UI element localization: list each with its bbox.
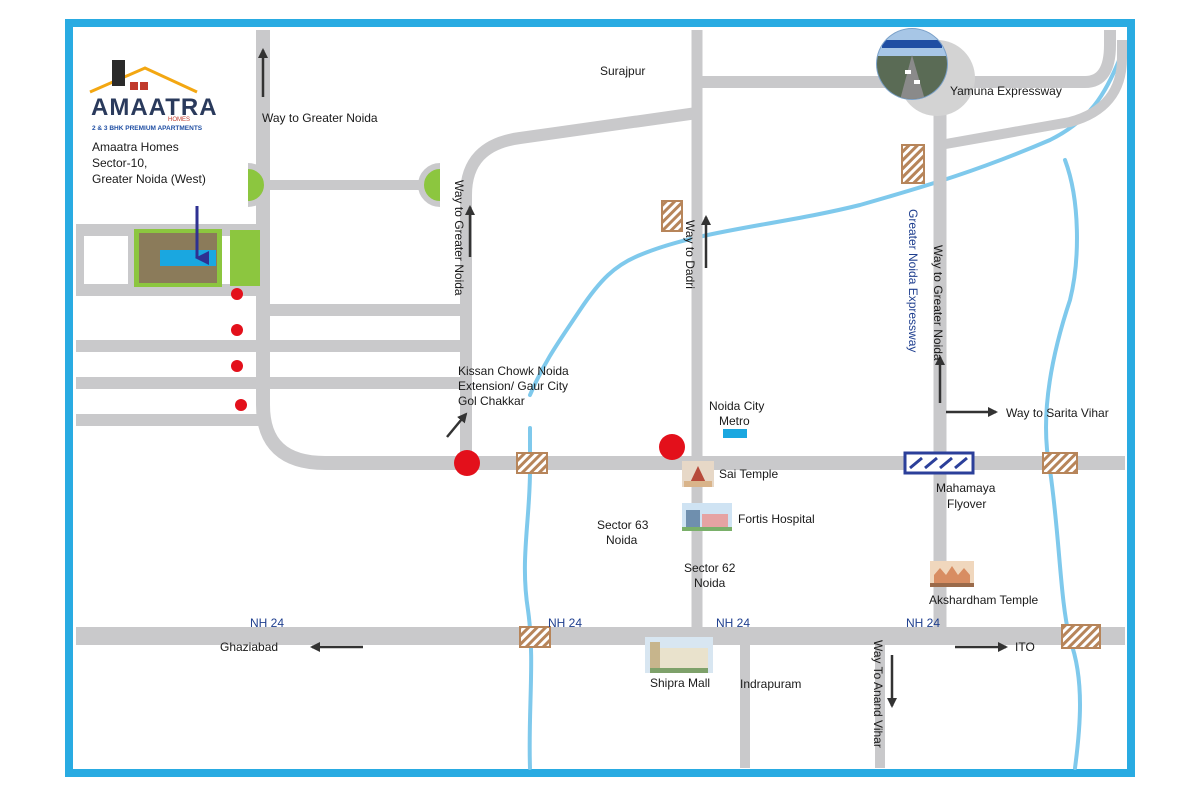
label-way-greater-noida-vertical: Way to Greater Noida [452, 180, 466, 296]
map-frame [65, 19, 1135, 777]
label-nh24-3: NH 24 [716, 616, 750, 630]
label-fortis-hospital: Fortis Hospital [738, 512, 815, 526]
flyover-icon [903, 451, 975, 475]
brand-name: AMAATRA [91, 94, 218, 121]
label-mahamaya: Mahamaya [936, 481, 996, 495]
label-way-greater-noida-top: Way to Greater Noida [262, 111, 378, 125]
akshardham-temple-image [930, 561, 974, 587]
yamuna-expressway-image [876, 28, 975, 116]
kissan-chowk-marker [454, 450, 480, 476]
label-sector-62-noida: Noida [694, 576, 726, 590]
fortis-hospital-image [682, 503, 732, 531]
toll-crossings [516, 144, 1101, 649]
label-akshardham-temple: Akshardham Temple [929, 593, 1038, 607]
project-site [134, 206, 260, 287]
label-yamuna-expressway: Yamuna Expressway [950, 84, 1062, 98]
label-sector-63: Sector 63 [597, 518, 649, 532]
label-sector-62: Sector 62 [684, 561, 736, 575]
label-indrapuram: Indrapuram [740, 677, 801, 691]
label-shipra-mall: Shipra Mall [650, 676, 710, 690]
label-way-greater-noida-right: Way to Greater Noida [931, 245, 945, 361]
brand-sub: HOMES [168, 117, 190, 123]
sai-temple-image [682, 461, 714, 487]
label-noida-city: Noida City [709, 399, 764, 413]
label-sai-temple: Sai Temple [719, 467, 778, 481]
metro-marker [659, 434, 685, 460]
label-way-to-anand-vihar: Way To Anand Vihar [871, 640, 885, 748]
river-upper [528, 56, 1122, 397]
label-ito: ITO [1015, 640, 1035, 654]
map-labels: Way to Greater Noida Surajpur Yamuna Exp… [220, 64, 1109, 748]
road-upper-curve [460, 107, 698, 463]
svg-text:Sector-10,: Sector-10, [92, 156, 147, 170]
label-nh24-4: NH 24 [906, 616, 940, 630]
label-kissan-chowk-2: Extension/ Gaur City [458, 379, 568, 393]
arrow-kissan-chowk [446, 412, 468, 438]
river-west [522, 426, 534, 770]
road-yamuna-link [939, 40, 1127, 150]
road-stub-gap [84, 236, 128, 284]
label-nh24-1: NH 24 [250, 616, 284, 630]
label-flyover: Flyover [947, 497, 986, 511]
road-greater-noida-west [256, 30, 1125, 470]
brand-logo: AMAATRA HOMES 2 & 3 BHK PREMIUM APARTMEN… [89, 60, 218, 132]
address-block: Amaatra Homes Sector-10, Greater Noida (… [92, 140, 206, 186]
label-kissan-chowk-3: Gol Chakkar [458, 394, 525, 408]
label-way-to-dadri: Way to Dadri [683, 220, 697, 289]
logo-roof-icon [89, 66, 198, 94]
label-nh24-2: NH 24 [548, 616, 582, 630]
label-kissan-chowk-1: Kissan Chowk Noida [458, 364, 569, 378]
label-sector-63-noida: Noida [606, 533, 638, 547]
direction-arrows [258, 48, 1008, 708]
label-ghaziabad: Ghaziabad [220, 640, 278, 654]
label-greater-noida-expressway: Greater Noida Expressway [906, 209, 920, 352]
label-surajpur: Surajpur [600, 64, 645, 78]
svg-text:Amaatra Homes: Amaatra Homes [92, 140, 179, 154]
label-metro: Metro [719, 414, 750, 428]
roundabouts [247, 163, 441, 207]
brand-tagline: 2 & 3 BHK PREMIUM APARTMENTS [92, 125, 203, 132]
svg-text:Greater Noida (West): Greater Noida (West) [92, 172, 206, 186]
red-dots [231, 288, 247, 411]
metro-icon [723, 429, 747, 438]
road-surajpur [697, 30, 1116, 88]
label-way-to-sarita-vihar: Way to Sarita Vihar [1006, 406, 1109, 420]
shipra-mall-image [645, 637, 713, 673]
